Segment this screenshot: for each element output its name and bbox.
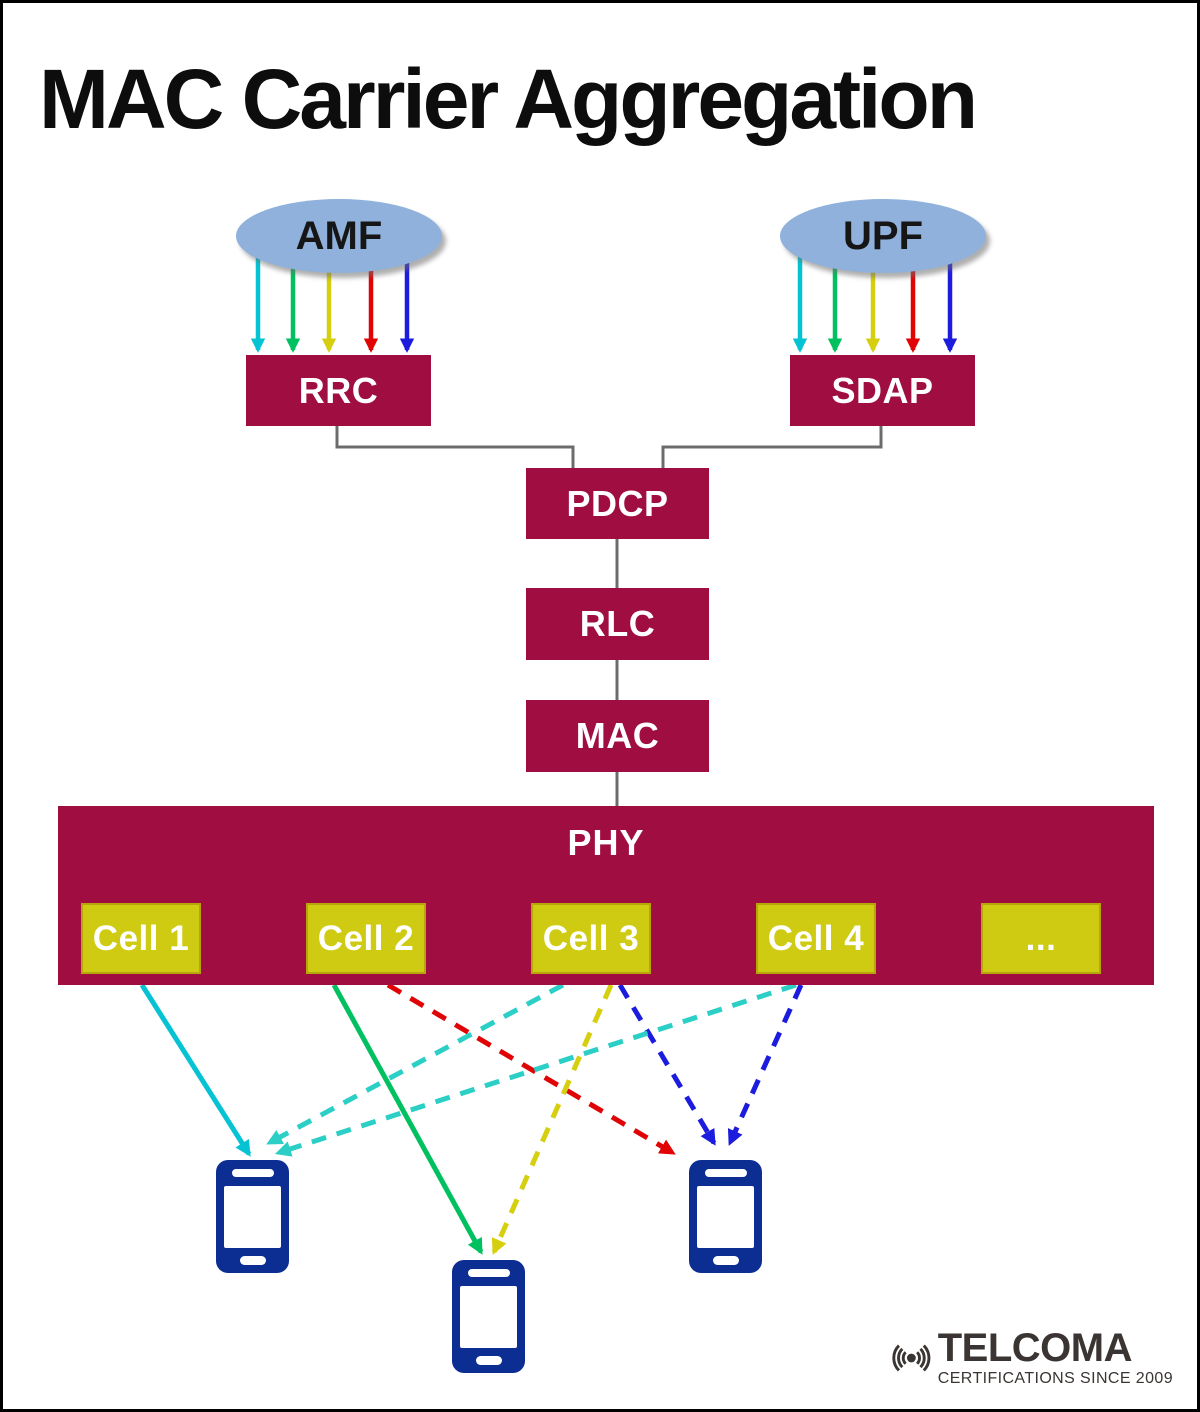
amf-core-node: AMF xyxy=(236,199,442,273)
pdcp-box: PDCP xyxy=(526,468,709,539)
cell-3: Cell 3 xyxy=(531,903,651,974)
pdcp-label: PDCP xyxy=(566,482,669,524)
phone-3 xyxy=(689,1160,762,1273)
rlc-label: RLC xyxy=(579,603,656,644)
phone-1 xyxy=(216,1160,289,1273)
phone-speaker xyxy=(467,1269,510,1277)
mac-label: MAC xyxy=(575,715,660,756)
arrow-cyanDashed xyxy=(266,982,565,1146)
arrow-blue xyxy=(727,983,804,1146)
phy-box: PHY Cell 1 Cell 2 Cell 3 Cell 4... xyxy=(58,806,1154,985)
phone-home-button xyxy=(475,1356,502,1365)
arrow-cyan xyxy=(139,983,252,1157)
phone-home-button xyxy=(239,1256,266,1265)
box-connector-line xyxy=(661,426,883,468)
arrow-cyanDashed xyxy=(274,982,797,1157)
phone-2 xyxy=(452,1260,525,1373)
arrow-red xyxy=(386,982,676,1156)
arrow-green xyxy=(331,983,484,1255)
page-title: MAC Carrier Aggregation xyxy=(39,52,978,146)
cell-4: Cell 4 xyxy=(756,903,876,974)
sdap-label: SDAP xyxy=(831,369,934,411)
phone-speaker xyxy=(231,1169,274,1177)
amf-label: AMF xyxy=(295,213,383,258)
upf-core-node: UPF xyxy=(780,199,986,273)
phone-screen xyxy=(460,1286,517,1348)
phone-screen xyxy=(697,1186,754,1248)
arrow-blue xyxy=(617,983,717,1146)
sdap-box: SDAP xyxy=(790,355,975,426)
cell-2: Cell 2 xyxy=(306,903,426,974)
mac-box: MAC xyxy=(526,700,709,772)
phone-screen xyxy=(224,1186,281,1248)
phone-speaker xyxy=(704,1169,747,1177)
cell-5: ... xyxy=(981,903,1101,974)
phy-label: PHY xyxy=(567,822,645,863)
telcoma-logo: TELCOMA CERTIFICATIONS SINCE 2009 xyxy=(887,1323,1173,1393)
rrc-label: RRC xyxy=(298,369,379,411)
rrc-box: RRC xyxy=(246,355,431,426)
radio-signal-icon xyxy=(892,1344,931,1372)
cell-1: Cell 1 xyxy=(81,903,201,974)
phy-cells: Cell 1 Cell 2 Cell 3 Cell 4... xyxy=(58,903,1154,974)
phone-home-button xyxy=(712,1256,739,1265)
box-connector-line xyxy=(335,426,575,468)
upf-label: UPF xyxy=(843,213,923,258)
brand-name: TELCOMA xyxy=(937,1326,1133,1370)
rlc-box: RLC xyxy=(526,588,709,660)
arrow-yellow xyxy=(491,983,614,1255)
brand-tagline: CERTIFICATIONS SINCE 2009 xyxy=(937,1370,1173,1387)
